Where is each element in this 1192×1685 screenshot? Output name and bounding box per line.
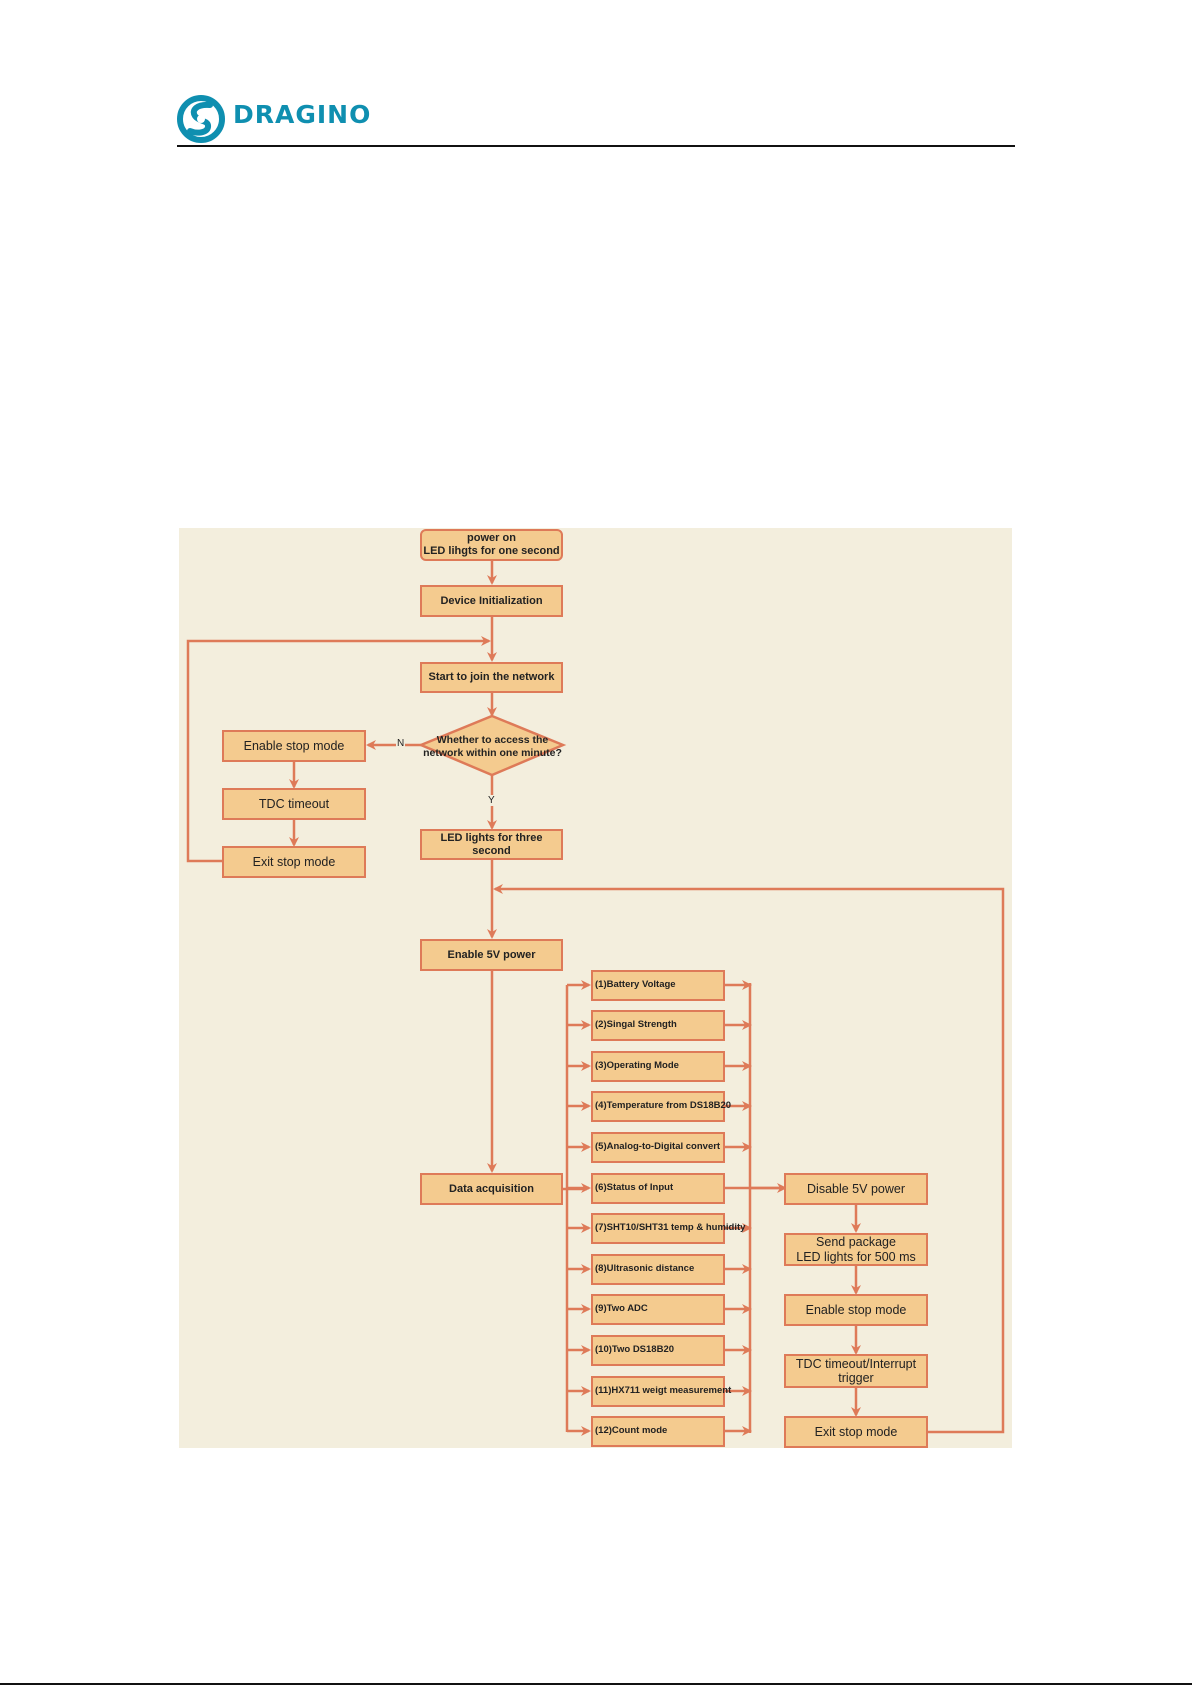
left-enable-stop-mode-node: Enable stop mode <box>222 730 366 762</box>
sensor-node-9: (9)Two ADC <box>591 1294 725 1325</box>
enable-5v-power-node: Enable 5V power <box>420 939 563 971</box>
power-on-node: power on LED lihgts for one second <box>420 529 563 561</box>
sensor-node-12: (12)Count mode <box>591 1416 725 1447</box>
sensor-node-7: (7)SHT10/SHT31 temp & humidity <box>591 1213 745 1244</box>
sensor-node-3: (3)Operating Mode <box>591 1051 725 1082</box>
right-exit-stop-mode-node: Exit stop mode <box>784 1416 928 1448</box>
no-branch-label: N <box>396 738 406 749</box>
send-package-node: Send package LED lights for 500 ms <box>784 1233 928 1266</box>
data-acquisition-node: Data acquisition <box>420 1173 563 1205</box>
device-initialization-node: Device Initialization <box>420 585 563 617</box>
left-exit-stop-mode-node: Exit stop mode <box>222 846 366 878</box>
tdc-timeout-node: TDC timeout <box>222 788 366 820</box>
sensor-node-6: (6)Status of Input <box>591 1173 725 1204</box>
logo-wordmark: DRAGINO <box>233 100 372 129</box>
flowchart-connectors <box>186 560 1005 1436</box>
footer-divider <box>0 1683 1192 1685</box>
header-divider <box>177 145 1015 147</box>
network-decision-label: Whether to access the network within one… <box>423 734 562 759</box>
sensor-node-10: (10)Two DS18B20 <box>591 1335 725 1366</box>
right-enable-stop-mode-node: Enable stop mode <box>784 1294 928 1326</box>
join-network-node: Start to join the network <box>420 662 563 693</box>
yes-branch-label: Y <box>487 795 496 806</box>
tdc-interrupt-node: TDC timeout/Interrupt trigger <box>784 1354 928 1388</box>
sensor-node-11: (11)HX711 weigt measurement <box>591 1376 731 1407</box>
sensor-node-8: (8)Ultrasonic distance <box>591 1254 725 1285</box>
sensor-node-2: (2)Singal Strength <box>591 1010 725 1041</box>
page-header: DRAGINO <box>177 94 1015 144</box>
led-three-second-node: LED lights for three second <box>420 829 563 860</box>
sensor-node-4: (4)Temperature from DS18B20 <box>591 1091 731 1122</box>
sensor-node-1: (1)Battery Voltage <box>591 970 725 1001</box>
dragino-logo-icon <box>177 95 225 143</box>
flowchart-diagram: power on LED lihgts for one second Devic… <box>179 528 1012 1448</box>
disable-5v-power-node: Disable 5V power <box>784 1173 928 1205</box>
sensor-node-5: (5)Analog-to-Digital convert <box>591 1132 725 1163</box>
